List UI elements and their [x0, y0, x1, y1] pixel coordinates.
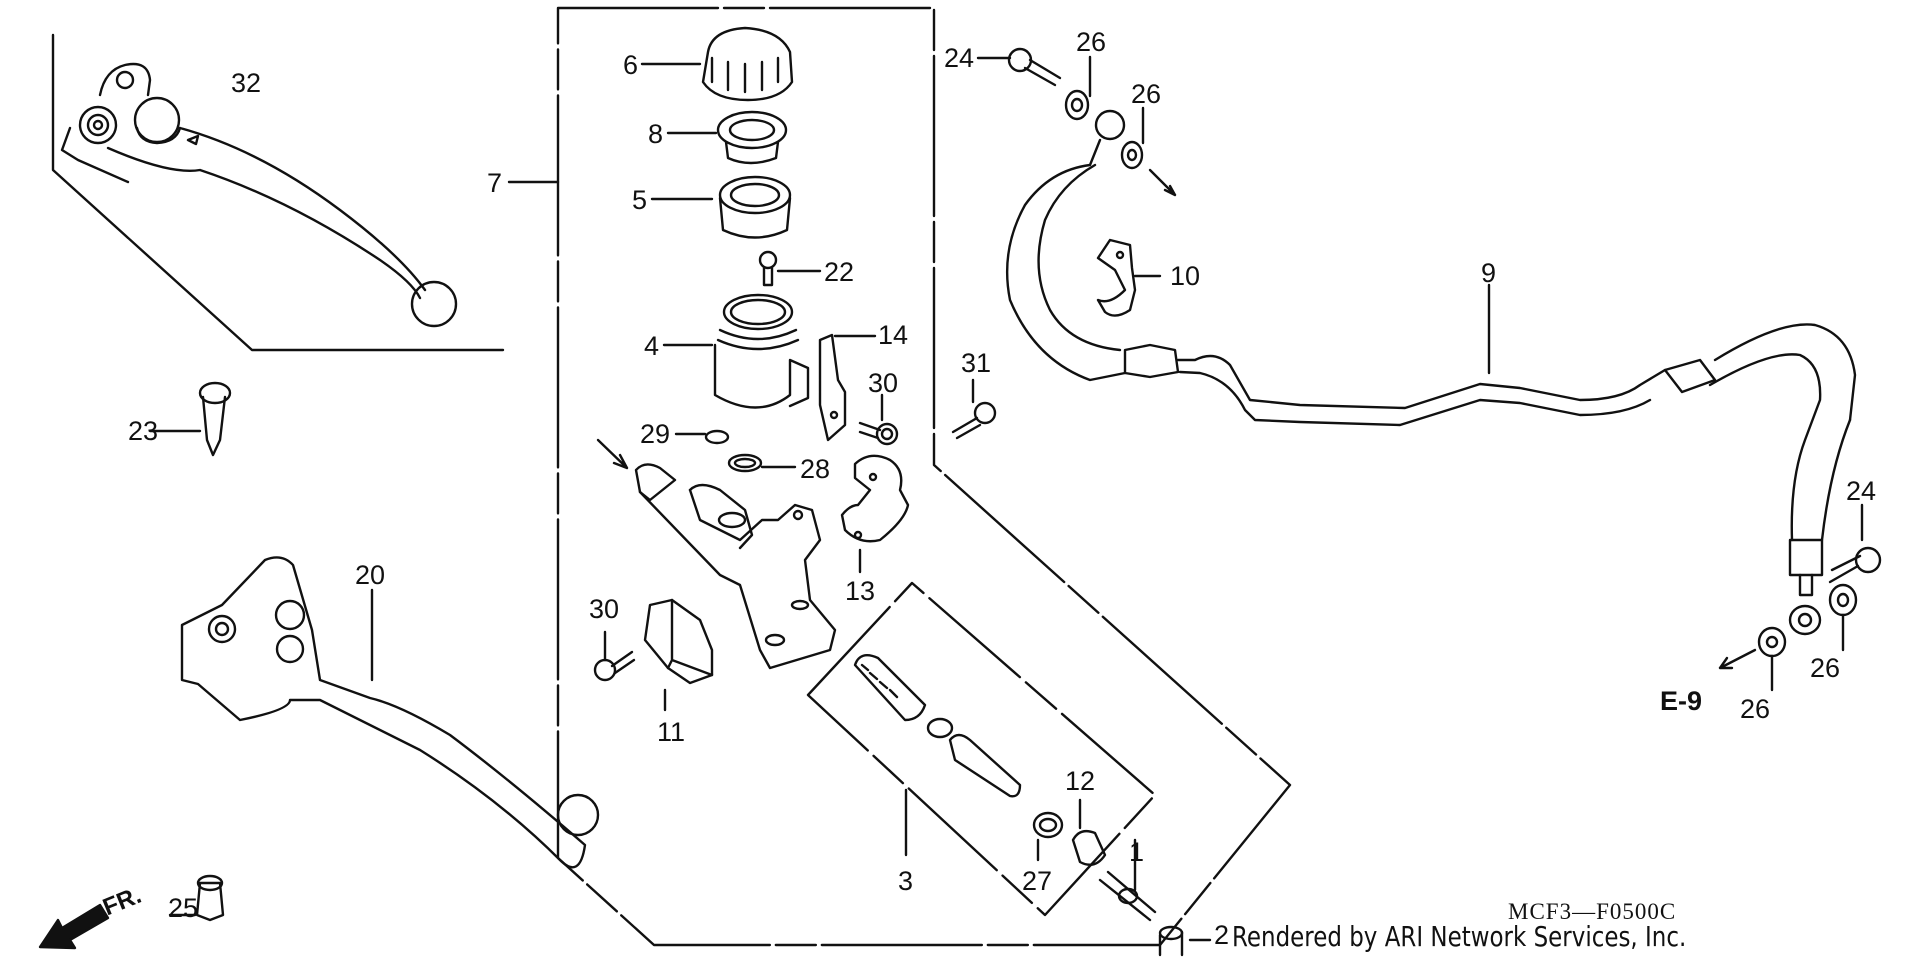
front-arrow-icon: [38, 903, 110, 950]
callout-1[interactable]: 1: [1129, 837, 1145, 867]
piston-set-frame: [806, 581, 1157, 917]
cross-reference-link[interactable]: E-9: [1660, 686, 1703, 716]
callout-23[interactable]: 23: [128, 416, 159, 446]
clamp-10-drawing: [1096, 238, 1162, 317]
callout-24-bottom[interactable]: 24: [1846, 476, 1877, 506]
render-credit: Rendered by ARI Network Services, Inc.: [1232, 920, 1687, 953]
clutch-switch-drawing: [643, 598, 714, 712]
callout-30-lower[interactable]: 30: [589, 594, 620, 624]
lever-20-drawing: [148, 381, 600, 922]
stay-14-drawing: [818, 333, 877, 442]
callout-26-top-a[interactable]: 26: [1076, 27, 1107, 57]
callout-30-upper[interactable]: 30: [868, 368, 899, 398]
oil-bolt-top-drawing: [976, 47, 1177, 197]
lever-32-drawing: [60, 62, 458, 328]
assembly-arrow: [596, 438, 629, 470]
callout-14[interactable]: 14: [878, 320, 909, 350]
callout-9[interactable]: 9: [1481, 258, 1497, 288]
oil-bolt-bottom-drawing: [1718, 503, 1882, 692]
callout-27[interactable]: 27: [1022, 866, 1053, 896]
callout-25[interactable]: 25: [168, 893, 199, 923]
circlip-boot-drawing: [1032, 798, 1107, 866]
callout-24-top[interactable]: 24: [944, 43, 975, 73]
lever-32-frame: [51, 33, 505, 352]
pushrod-cap-drawing: [1098, 838, 1212, 957]
callout-22[interactable]: 22: [824, 257, 855, 287]
flange-bolt-31-drawing: [951, 378, 997, 440]
reservoir-cap-drawing: [640, 26, 794, 102]
callout-2[interactable]: 2: [1214, 920, 1230, 950]
reservoir-drawing: [662, 293, 810, 409]
screw-30a-drawing: [858, 393, 899, 446]
reservoir-diaphragm-drawing: [650, 175, 792, 239]
o-rings-drawing: [674, 429, 797, 473]
callout-26-top-b[interactable]: 26: [1131, 79, 1162, 109]
holder-13-drawing: [840, 454, 910, 574]
callout-29[interactable]: 29: [640, 419, 671, 449]
callout-8[interactable]: 8: [648, 119, 664, 149]
callout-32[interactable]: 32: [231, 68, 262, 98]
piston-drawing: [853, 654, 1022, 798]
callout-20[interactable]: 20: [355, 560, 386, 590]
callout-26-bottom-a[interactable]: 26: [1810, 653, 1841, 683]
master-cylinder-body-drawing: [634, 463, 837, 670]
diagram-code: MCF3—F0500C: [1508, 899, 1677, 924]
callout-31[interactable]: 31: [961, 348, 992, 378]
reservoir-plate-drawing: [666, 110, 788, 165]
callout-11[interactable]: 11: [657, 717, 686, 747]
callout-6[interactable]: 6: [623, 50, 639, 80]
callout-28[interactable]: 28: [800, 454, 831, 484]
master-cylinder-frame: [556, 6, 1292, 947]
screw-22-drawing: [758, 250, 822, 287]
callout-13[interactable]: 13: [845, 576, 876, 606]
callout-7[interactable]: 7: [487, 168, 503, 198]
callout-5[interactable]: 5: [632, 185, 648, 215]
screw-30b-drawing: [593, 630, 636, 682]
callout-10[interactable]: 10: [1170, 261, 1201, 291]
callout-26-bottom-b[interactable]: 26: [1740, 694, 1771, 724]
callout-3[interactable]: 3: [898, 866, 914, 896]
clutch-hose-drawing: [1005, 138, 1857, 636]
callout-4[interactable]: 4: [644, 331, 660, 361]
callout-12[interactable]: 12: [1065, 766, 1096, 796]
